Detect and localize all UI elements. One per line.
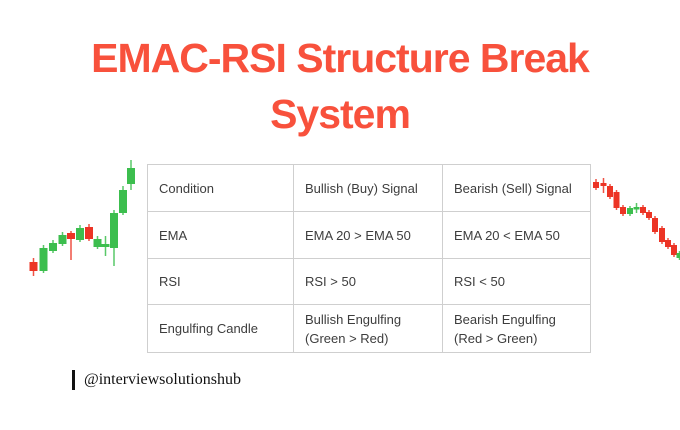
page-title-line2: System — [270, 91, 411, 137]
page-title: EMAC-RSI Structure Break System — [0, 30, 680, 142]
table-header-bearish-signal: Bearish (Sell) Signal — [443, 165, 591, 212]
table-cell-engulfing-bullish: Bullish Engulfing (Green > Red) — [294, 305, 443, 353]
watermark: @interviewsolutionshub — [72, 370, 241, 390]
table-header-bullish-signal: Bullish (Buy) Signal — [294, 165, 443, 212]
uptrend-candlestick-chart — [29, 160, 135, 276]
table-header-condition: Condition — [148, 165, 294, 212]
table-cell-engulfing-condition: Engulfing Candle — [148, 305, 294, 353]
table-cell-ema-condition: EMA — [148, 212, 294, 259]
table-cell-ema-bearish: EMA 20 < EMA 50 — [443, 212, 591, 259]
watermark-handle: @interviewsolutionshub — [84, 371, 241, 388]
table-cell-rsi-bullish: RSI > 50 — [294, 259, 443, 305]
watermark-bar-icon — [72, 370, 75, 390]
page-title-line1: EMAC-RSI Structure Break — [91, 35, 590, 81]
table-cell-engulfing-bearish: Bearish Engulfing (Red > Green) — [443, 305, 591, 353]
downtrend-candlestick-chart — [593, 178, 680, 260]
signal-table: Condition Bullish (Buy) Signal Bearish (… — [147, 164, 591, 353]
table-cell-rsi-bearish: RSI < 50 — [443, 259, 591, 305]
table-cell-ema-bullish: EMA 20 > EMA 50 — [294, 212, 443, 259]
table-cell-rsi-condition: RSI — [148, 259, 294, 305]
